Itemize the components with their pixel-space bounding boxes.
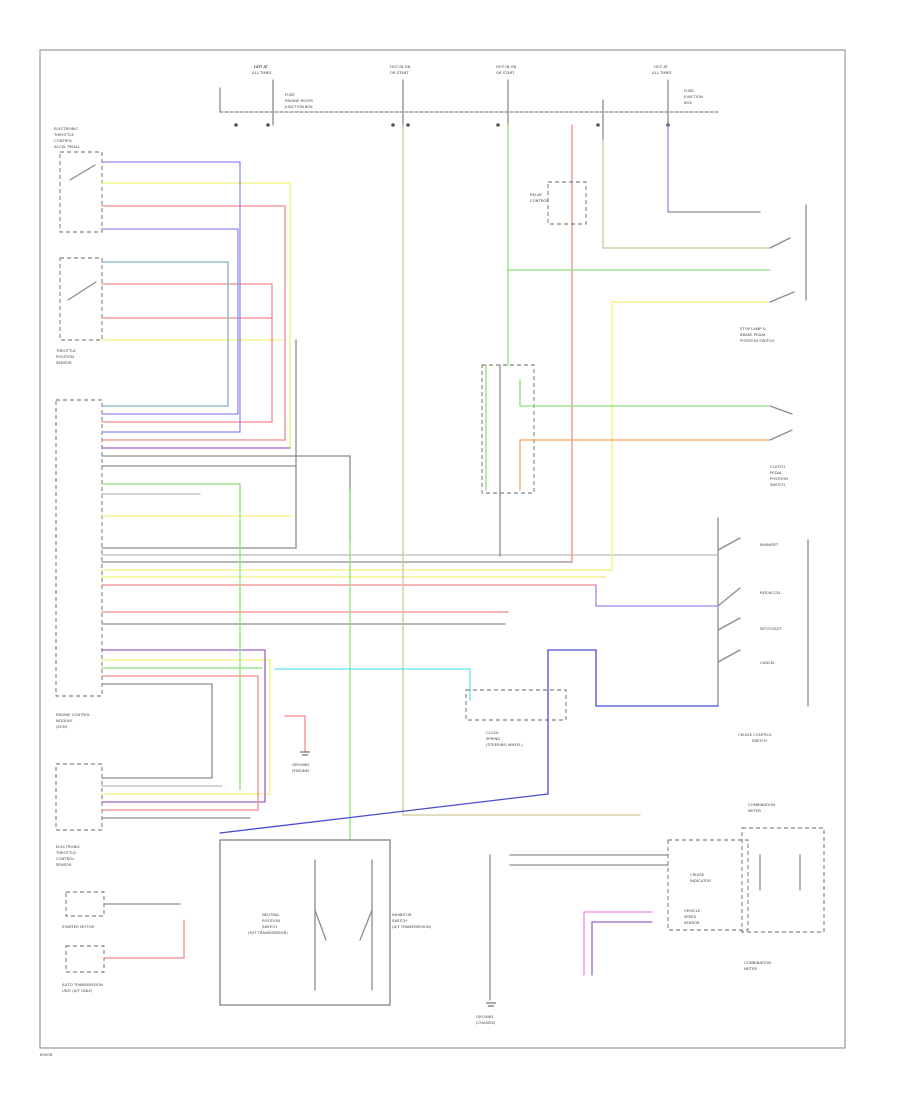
etc-sensor: ELECTRONIC THROTTLE CONTROL SENSOR — [55, 763, 103, 867]
svg-text:RELAY: RELAY — [530, 192, 543, 197]
svg-text:SENSOR: SENSOR — [56, 360, 72, 365]
svg-text:SWITCH: SWITCH — [262, 924, 277, 929]
neutral-switch-label: NEUTRAL — [262, 912, 280, 917]
svg-text:METER: METER — [748, 808, 761, 813]
svg-text:POSITION: POSITION — [56, 354, 74, 359]
svg-text:THROTTLE: THROTTLE — [55, 348, 76, 353]
svg-text:SENSOR: SENSOR — [56, 862, 72, 867]
svg-text:STARTER MOTOR: STARTER MOTOR — [62, 924, 95, 929]
svg-text:CRUISE: CRUISE — [690, 872, 705, 877]
svg-text:GROUND: GROUND — [292, 762, 309, 767]
engine-control-module: ENGINE CONTROL MODULE (ECM) — [55, 399, 103, 729]
cruise-item-cancel: CANCEL — [760, 660, 776, 665]
vehicle-speed-sensor: VEHICLE SPEED SENSOR — [684, 908, 701, 925]
svg-text:SWITCH: SWITCH — [770, 482, 785, 487]
svg-text:SENSOR: SENSOR — [684, 920, 700, 925]
svg-text:JUNCTION BOX: JUNCTION BOX — [284, 104, 313, 109]
svg-text:CONTROL: CONTROL — [530, 198, 549, 203]
svg-text:COMBINATION: COMBINATION — [748, 802, 775, 807]
svg-text:BOX: BOX — [684, 100, 692, 105]
svg-text:POSITION: POSITION — [770, 476, 788, 481]
cruise-control-switch: MAIN/SET RES/ACCEL SET/COAST CANCEL CRUI… — [717, 517, 809, 743]
svg-text:COMBINATION: COMBINATION — [744, 960, 771, 965]
svg-text:PEDAL: PEDAL — [770, 470, 783, 475]
fuse-mid-b-label: HOT IN ON — [496, 64, 517, 69]
svg-text:ACCEL PEDAL: ACCEL PEDAL — [54, 144, 81, 149]
throttle-position-sensor: THROTTLE POSITION SENSOR — [55, 257, 103, 365]
cruise-item-main: MAIN/SET — [760, 542, 779, 547]
ecm-ground-symbol: GROUND (ENGINE) — [292, 751, 310, 773]
svg-text:(ENGINE): (ENGINE) — [292, 768, 310, 773]
svg-text:(STEERING WHEEL): (STEERING WHEEL) — [486, 742, 523, 747]
svg-text:(CHASSIS): (CHASSIS) — [476, 1020, 496, 1025]
svg-text:(ECM): (ECM) — [56, 724, 68, 729]
cruise-item-res: RES/ACCEL — [760, 590, 782, 595]
inhibitor-switch-label: INHIBITOR — [392, 912, 412, 917]
fuse-mid-a-label: HOT IN ON — [390, 64, 411, 69]
svg-text:VEHICLE: VEHICLE — [684, 908, 701, 913]
bottom-ground: GROUND (CHASSIS) — [476, 1002, 496, 1025]
svg-text:ELECTRONIC: ELECTRONIC — [56, 844, 80, 849]
svg-text:FUSE: FUSE — [285, 92, 295, 97]
svg-text:ALL TIMES: ALL TIMES — [652, 70, 672, 75]
svg-text:CLUTCH: CLUTCH — [770, 464, 785, 469]
svg-text:SPEED: SPEED — [684, 914, 696, 919]
fuse-left-label: HOT AT — [254, 64, 269, 69]
svg-text:THROTTLE: THROTTLE — [53, 132, 74, 137]
svg-text:INDICATOR: INDICATOR — [690, 878, 711, 883]
svg-text:CRUISE CONTROL: CRUISE CONTROL — [738, 732, 773, 737]
svg-text:THROTTLE: THROTTLE — [55, 850, 76, 855]
svg-text:SWITCH: SWITCH — [392, 918, 407, 923]
top-power-rail — [219, 79, 721, 141]
svg-text:STOP LAMP &: STOP LAMP & — [740, 326, 766, 331]
stop-lamp-switch: STOP LAMP & BRAKE PEDAL POSITION SWITCH — [740, 204, 807, 343]
mid-junction-box — [481, 364, 535, 494]
svg-text:CONTROL: CONTROL — [54, 138, 73, 143]
svg-text:SWITCH: SWITCH — [752, 738, 767, 743]
svg-text:ELECTRONIC: ELECTRONIC — [54, 126, 78, 131]
clutch-pedal-switch: CLUTCH PEDAL POSITION SWITCH — [769, 405, 793, 487]
footer-code: 6500R — [40, 1052, 53, 1057]
switch-box — [219, 839, 391, 1006]
svg-text:(A/T TRANSMISSION): (A/T TRANSMISSION) — [392, 924, 432, 929]
combination-meter: COMBINATION METER CRUISE INDICATOR COMBI… — [667, 802, 825, 971]
svg-text:AUTO TRANSMISSION: AUTO TRANSMISSION — [62, 982, 103, 987]
svg-text:METER: METER — [744, 966, 757, 971]
svg-text:ENGINE CONTROL: ENGINE CONTROL — [56, 712, 91, 717]
svg-text:ALL TIMES: ALL TIMES — [252, 70, 272, 75]
fuse-right-label: HOT AT — [654, 64, 669, 69]
svg-text:JUNCTION: JUNCTION — [683, 94, 703, 99]
svg-text:UNIT (A/T ONLY): UNIT (A/T ONLY) — [62, 988, 93, 993]
etc-accel-pedal: ELECTRONIC THROTTLE CONTROL ACCEL PEDAL — [53, 126, 103, 233]
svg-text:POSITION: POSITION — [262, 918, 280, 923]
auto-transmission-unit: AUTO TRANSMISSION UNIT (A/T ONLY) — [62, 945, 105, 993]
clock-spring: CLOCK SPRING (STEERING WHEEL) — [465, 689, 567, 747]
svg-text:OR START: OR START — [390, 70, 409, 75]
svg-text:ENGINE ROOM: ENGINE ROOM — [285, 98, 313, 103]
svg-text:HOT AT: HOT AT — [254, 64, 269, 69]
svg-text:GROUND: GROUND — [476, 1014, 493, 1019]
diagram-frame — [39, 49, 846, 1049]
cruise-item-set: SET/COAST — [760, 626, 782, 631]
svg-text:BRAKE PEDAL: BRAKE PEDAL — [740, 332, 767, 337]
svg-text:CLOCK: CLOCK — [486, 730, 499, 735]
svg-text:MODULE: MODULE — [56, 718, 73, 723]
starter-motor: STARTER MOTOR — [62, 891, 105, 929]
relay-control: RELAY CONTROL — [530, 181, 587, 225]
svg-text:OR START: OR START — [496, 70, 515, 75]
svg-text:POSITION SWITCH: POSITION SWITCH — [740, 338, 774, 343]
svg-text:SPRING: SPRING — [486, 736, 500, 741]
svg-text:(M/T TRANSMISSION): (M/T TRANSMISSION) — [248, 930, 288, 935]
svg-text:CONTROL: CONTROL — [56, 856, 75, 861]
svg-text:FUSE: FUSE — [684, 88, 694, 93]
